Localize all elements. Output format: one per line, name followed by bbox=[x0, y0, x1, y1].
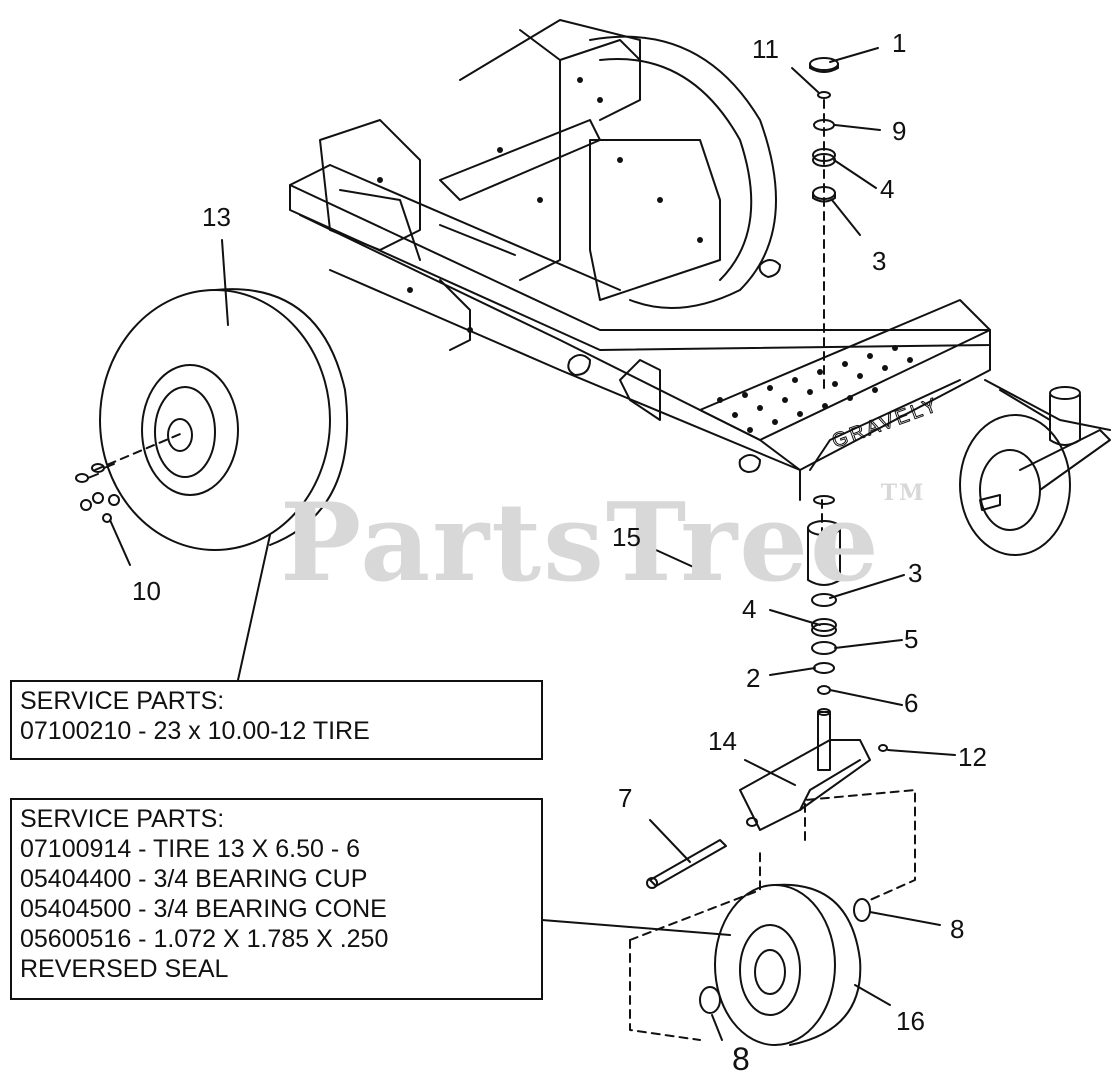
callout-4-upper: 4 bbox=[880, 174, 895, 204]
service-parts-heading: SERVICE PARTS: bbox=[20, 687, 225, 715]
service-parts-box-rear-tire: SERVICE PARTS: 07100210 - 23 x 10.00-12 … bbox=[10, 680, 543, 760]
service-parts-box-caster: SERVICE PARTS: 07100914 - TIRE 13 X 6.50… bbox=[10, 798, 543, 1000]
callout-1: 1 bbox=[892, 28, 907, 58]
caster-spindle-stack bbox=[807, 495, 841, 695]
callout-2: 2 bbox=[746, 663, 761, 693]
callout-8-right: 8 bbox=[950, 914, 965, 944]
right-caster-wheel bbox=[959, 386, 1111, 556]
axle-bolt bbox=[646, 839, 727, 889]
service-part-line: 05404500 - 3/4 BEARING CONE bbox=[20, 895, 387, 923]
callout-9: 9 bbox=[892, 116, 907, 146]
kingpin-upper-stack bbox=[809, 57, 839, 203]
callout-3-upper: 3 bbox=[872, 246, 887, 276]
callout-6: 6 bbox=[904, 688, 919, 718]
callout-8-bottom: 8 bbox=[732, 1041, 750, 1077]
caster-wheel bbox=[699, 883, 871, 1046]
callout-15: 15 bbox=[612, 522, 641, 552]
callout-14: 14 bbox=[708, 726, 737, 756]
service-part-line: 07100210 - 23 x 10.00-12 TIRE bbox=[20, 717, 370, 745]
callout-13: 13 bbox=[202, 202, 231, 232]
wheel-lug-hardware bbox=[75, 463, 120, 523]
mower-frame bbox=[289, 19, 1111, 501]
caster-fork bbox=[739, 708, 888, 831]
callout-12: 12 bbox=[958, 742, 987, 772]
callout-10: 10 bbox=[132, 576, 161, 606]
callout-5: 5 bbox=[904, 624, 919, 654]
callout-16: 16 bbox=[896, 1006, 925, 1036]
rear-left-tire bbox=[99, 288, 349, 551]
deck-perforations bbox=[717, 345, 913, 433]
service-part-line: 05404400 - 3/4 BEARING CUP bbox=[20, 865, 368, 893]
service-part-line: 07100914 - TIRE 13 X 6.50 - 6 bbox=[20, 835, 361, 863]
rear-right-tire bbox=[589, 35, 777, 309]
service-parts-heading: SERVICE PARTS: bbox=[20, 805, 225, 833]
callout-11: 11 bbox=[752, 34, 779, 64]
assembly-guide-lines bbox=[94, 99, 916, 1041]
callout-4-lower: 4 bbox=[742, 594, 757, 624]
frame-holes bbox=[377, 77, 703, 333]
callout-3-lower: 3 bbox=[908, 558, 923, 588]
callout-7: 7 bbox=[618, 783, 633, 813]
frame-logo: GRAVELY bbox=[829, 394, 942, 453]
service-part-line: 05600516 - 1.072 X 1.785 X .250 bbox=[20, 925, 389, 953]
leader-lines bbox=[109, 47, 956, 1041]
service-part-line: REVERSED SEAL bbox=[20, 955, 229, 983]
